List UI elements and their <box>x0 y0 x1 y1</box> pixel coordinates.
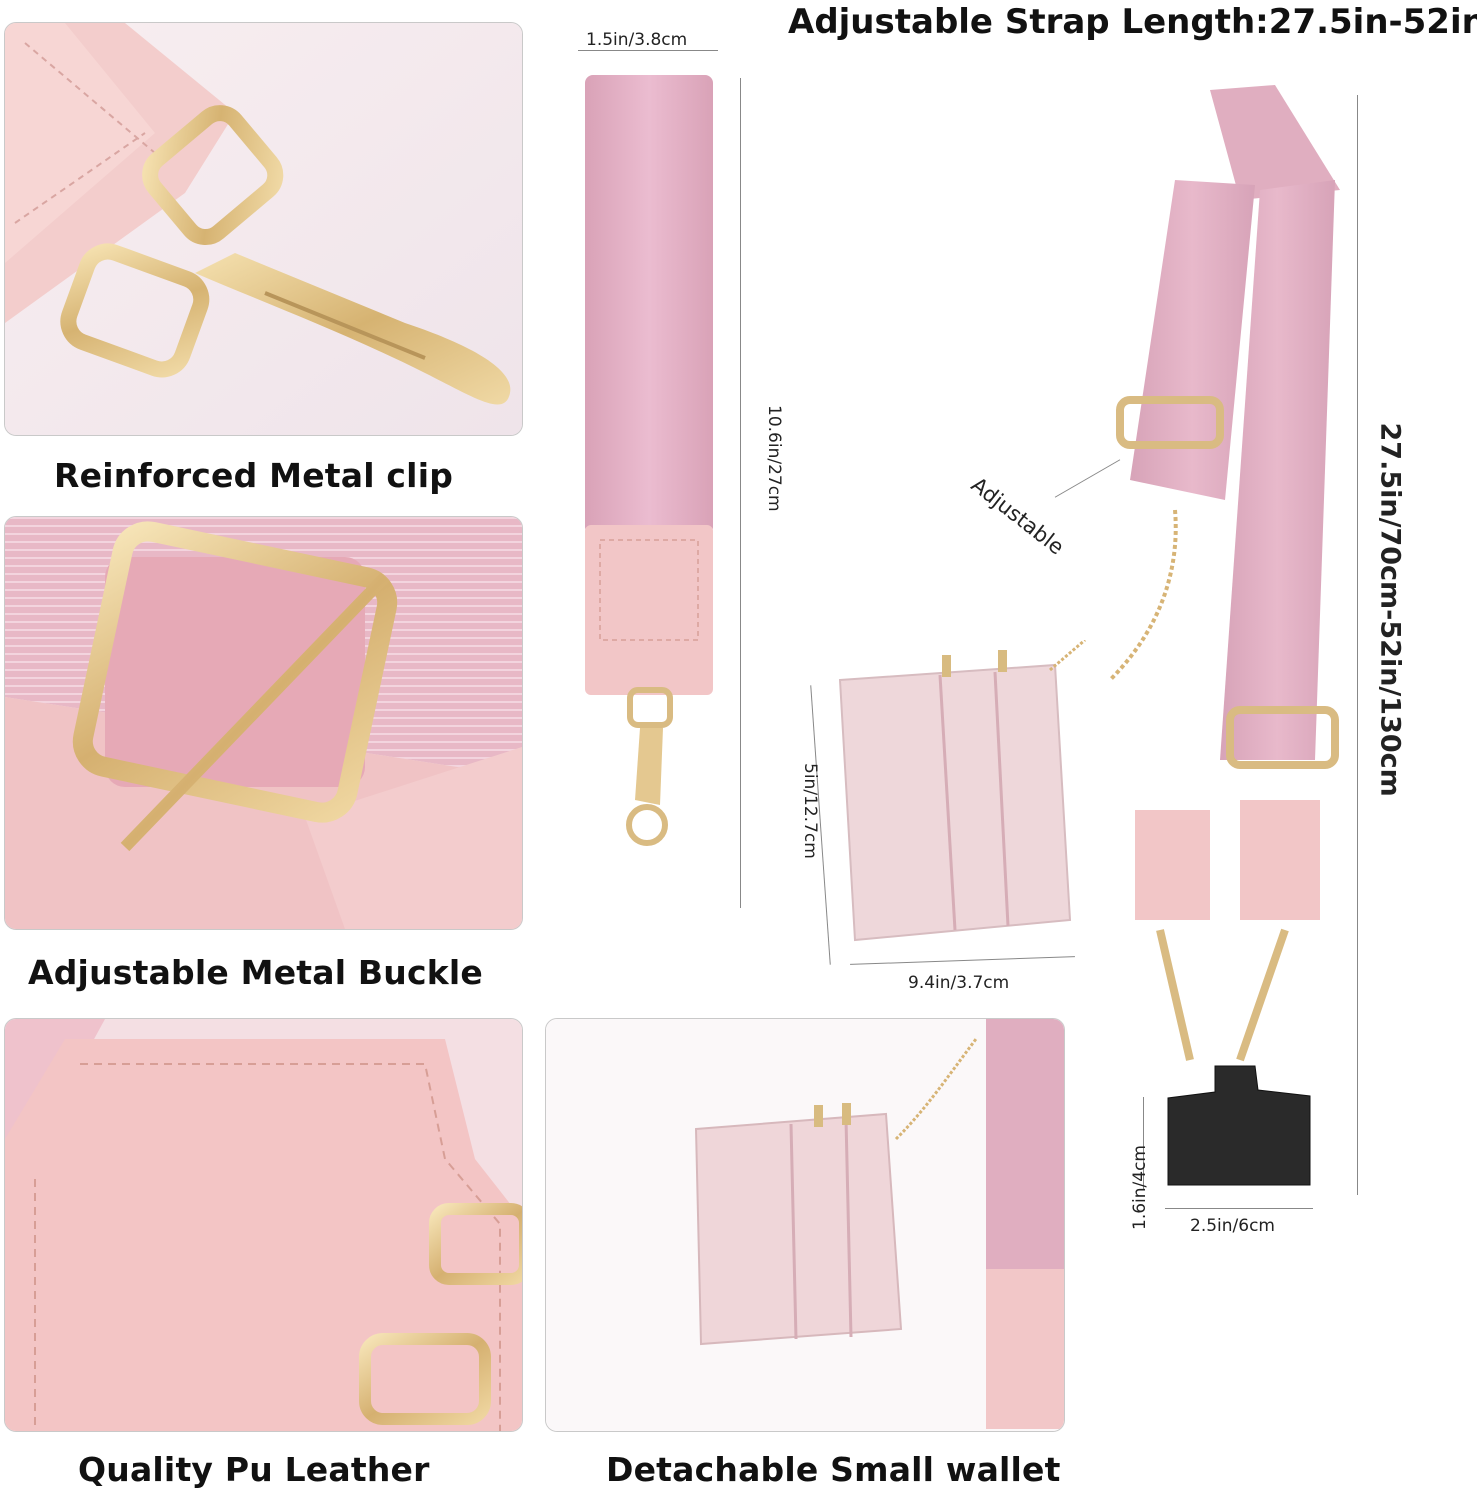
wallet-illustration <box>838 640 1086 942</box>
tether-height-line <box>1143 1097 1144 1189</box>
metal-clip-photo <box>4 22 523 436</box>
tether-pad-illustration <box>1167 1065 1311 1186</box>
metal-buckle-caption: Adjustable Metal Buckle <box>28 953 483 992</box>
tether-width-label: 2.5in/6cm <box>1190 1216 1275 1236</box>
strap-length-label: 27.5in/70cm-52in/130cm <box>1374 422 1406 797</box>
small-wallet-photo <box>545 1018 1065 1432</box>
wrist-length-line <box>740 78 741 908</box>
metal-clip-caption: Reinforced Metal clip <box>54 456 454 495</box>
pu-leather-photo <box>4 1018 523 1432</box>
tether-height-label: 1.6in/4cm <box>1130 1145 1150 1230</box>
strap-length-line <box>1357 95 1358 1195</box>
small-wallet-caption: Detachable Small wallet <box>606 1450 1061 1489</box>
wallet-width-line <box>850 956 1075 965</box>
wrist-width-label: 1.5in/3.8cm <box>586 30 688 50</box>
metal-buckle-photo <box>4 516 523 930</box>
wrist-width-line <box>578 50 718 51</box>
headline: Adjustable Strap Length:27.5in-52in <box>788 2 1477 42</box>
wallet-height-label: 5in/12.7cm <box>800 763 820 859</box>
wrist-strap-illustration <box>585 75 713 846</box>
crossbody-strap-illustration <box>1108 85 1340 1062</box>
wallet-width-label: 9.4in/3.7cm <box>908 973 1010 993</box>
pu-leather-caption: Quality Pu Leather <box>78 1450 430 1489</box>
tether-width-line <box>1165 1208 1313 1209</box>
adjustable-label: Adjustable <box>966 472 1069 560</box>
wrist-length-label: 10.6in/27cm <box>764 405 784 512</box>
